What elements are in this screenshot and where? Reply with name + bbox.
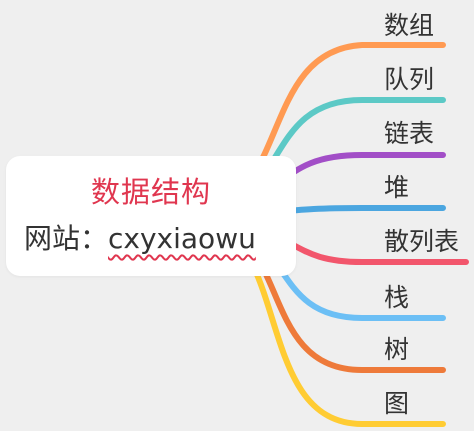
branch-label-tree[interactable]: 树 [384,335,410,364]
branch-label-stack[interactable]: 栈 [384,283,410,312]
root-subtitle: 网站：cxyxiaowu [24,220,256,258]
root-title: 数据结构 [90,175,211,209]
branch-label-linked-list[interactable]: 链表 [384,119,435,148]
site-label: 网站： [24,222,109,255]
branch-label-array[interactable]: 数组 [384,11,435,40]
site-url: cxyxiaowu [108,222,256,255]
branch-label-graph[interactable]: 图 [384,389,410,418]
root-node[interactable] [6,156,296,276]
branch-label-heap[interactable]: 堆 [384,173,410,202]
branch-label-queue[interactable]: 队列 [384,65,435,94]
branch-label-hash-table[interactable]: 散列表 [384,227,460,256]
